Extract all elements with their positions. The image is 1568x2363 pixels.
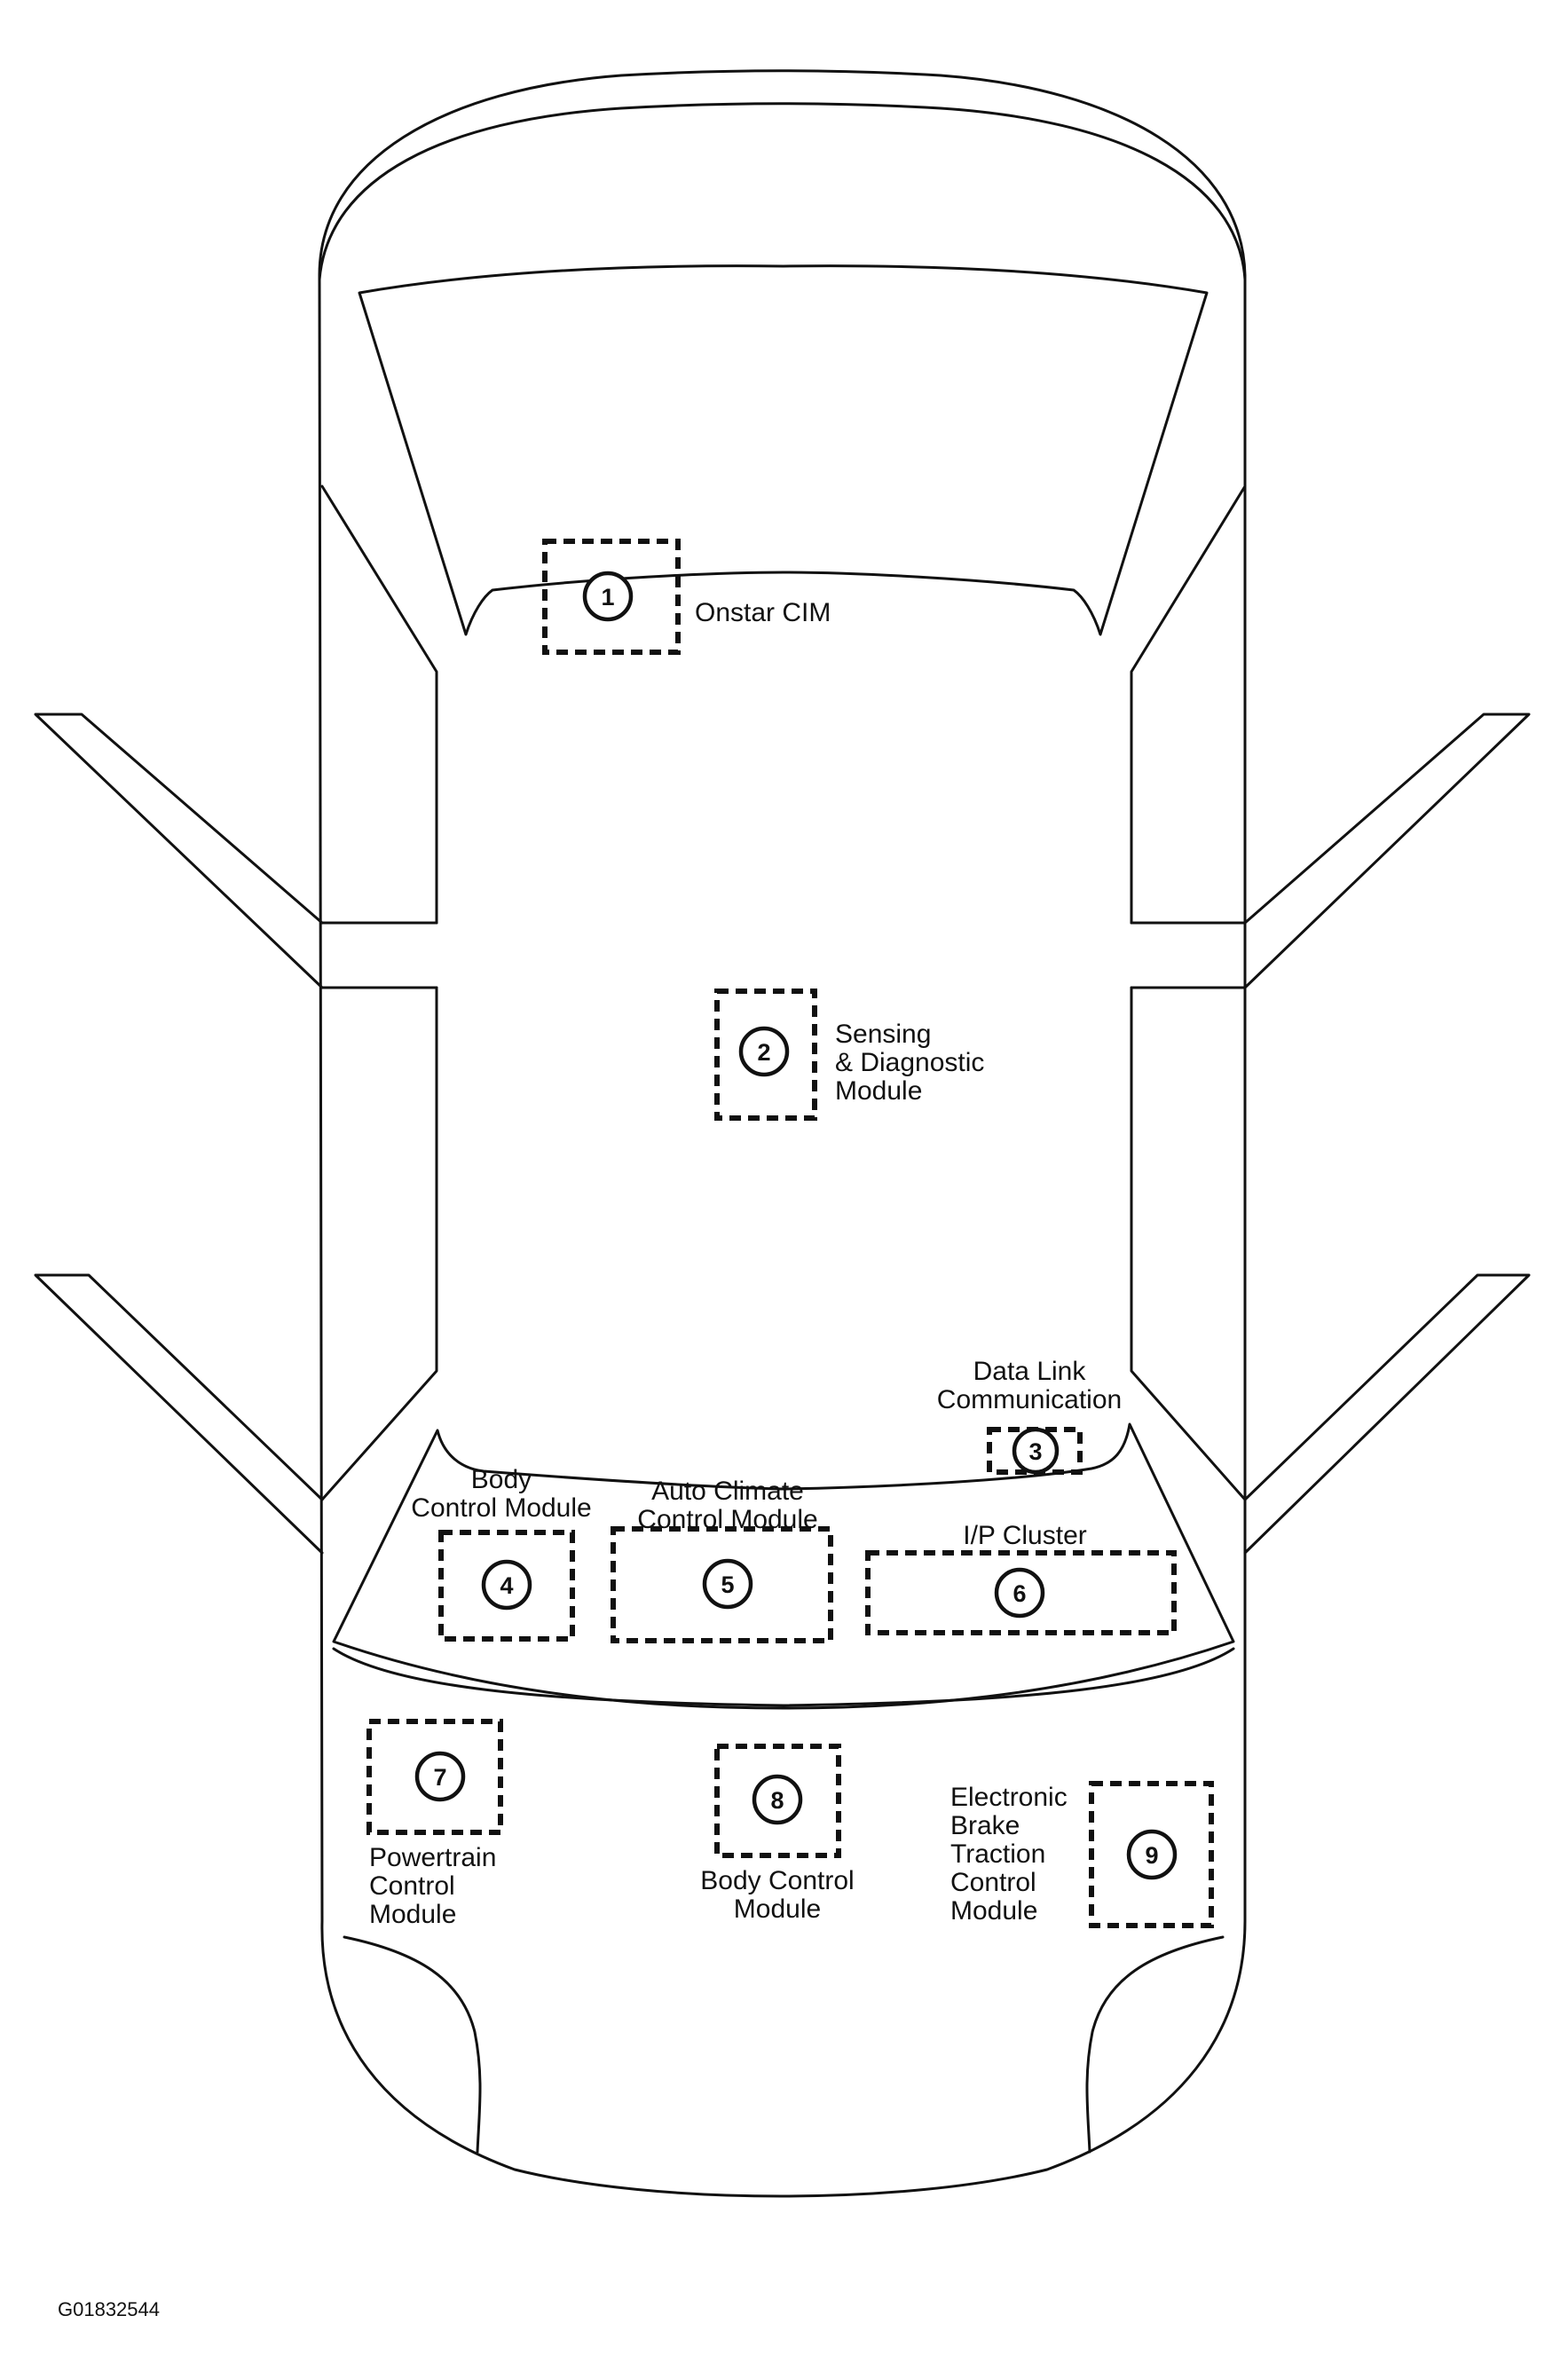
- module-label: Control Module: [637, 1505, 817, 1534]
- module-4-body-control: 4 Body Control Module: [411, 1465, 592, 1642]
- module-label: Body Control: [700, 1866, 854, 1895]
- module-label: Traction: [950, 1839, 1045, 1869]
- vehicle-outline: [318, 69, 1247, 2198]
- module-number: 2: [757, 1039, 770, 1066]
- module-number: 1: [601, 584, 614, 610]
- door-front-right: [1243, 1273, 1531, 1555]
- module-number-marker: [702, 1558, 753, 1610]
- module-label: Control Module: [411, 1493, 591, 1523]
- module-number: 6: [1013, 1580, 1026, 1607]
- module-label: Powertrain: [369, 1843, 496, 1872]
- module-location-box: [714, 989, 817, 1121]
- module-number: 3: [1028, 1438, 1042, 1465]
- module-number-marker: [1126, 1829, 1178, 1880]
- module-number: 9: [1145, 1842, 1158, 1869]
- module-label: & Diagnostic: [835, 1048, 984, 1077]
- module-label: Control: [369, 1871, 455, 1901]
- module-label: Module: [835, 1076, 922, 1106]
- module-label: Brake: [950, 1811, 1020, 1840]
- module-number: 7: [433, 1764, 446, 1791]
- module-number-marker: [738, 1026, 790, 1077]
- module-number: 4: [500, 1572, 513, 1599]
- module-2-sensing-diagnostic: 2 Sensing & Diagnostic Module: [714, 989, 984, 1121]
- module-7-powertrain-control: 7 Powertrain Control Module: [366, 1719, 503, 1929]
- module-6-ip-cluster: 6 I/P Cluster: [865, 1521, 1177, 1635]
- module-1-onstar-cim: 1 Onstar CIM: [542, 539, 831, 655]
- module-number-marker: [1012, 1427, 1060, 1475]
- module-location-box: [865, 1550, 1177, 1635]
- module-label: Auto Climate: [651, 1477, 804, 1506]
- door-rear-right: [1243, 713, 1531, 989]
- module-number: 8: [770, 1787, 784, 1814]
- module-label: I/P Cluster: [963, 1521, 1087, 1550]
- door-rear-left: [34, 713, 324, 989]
- module-label: Communication: [937, 1385, 1122, 1414]
- module-8-body-control: 8 Body Control Module: [700, 1744, 855, 1924]
- module-number: 5: [721, 1571, 734, 1598]
- module-label: Module: [734, 1894, 821, 1924]
- module-label: Control: [950, 1868, 1036, 1897]
- module-location-box: [1089, 1781, 1214, 1928]
- door-front-left: [34, 1273, 324, 1555]
- module-label: Data Link: [973, 1357, 1087, 1386]
- module-label: Module: [369, 1900, 456, 1929]
- module-3-data-link: 3 Data Link Communication: [937, 1357, 1122, 1475]
- module-location-box: [438, 1530, 575, 1642]
- module-number-marker: [414, 1751, 466, 1802]
- module-9-electronic-brake-traction: 9 Electronic Brake Traction Control Modu…: [950, 1781, 1214, 1928]
- module-label: Sensing: [835, 1020, 931, 1049]
- module-label: Body: [471, 1465, 532, 1494]
- module-number-marker: [582, 571, 634, 622]
- module-label: Module: [950, 1896, 1037, 1926]
- module-number-marker: [752, 1774, 803, 1825]
- module-number-marker: [481, 1559, 532, 1611]
- module-location-box: [366, 1719, 503, 1835]
- module-label: Electronic: [950, 1783, 1068, 1812]
- module-location-box: [714, 1744, 841, 1858]
- module-label: Onstar CIM: [695, 598, 831, 627]
- module-number-marker: [994, 1567, 1045, 1619]
- module-location-box: [542, 539, 681, 655]
- module-5-auto-climate: 5 Auto Climate Control Module: [611, 1477, 833, 1643]
- module-location-box: [611, 1526, 833, 1643]
- figure-id: G01832544: [58, 2298, 160, 2320]
